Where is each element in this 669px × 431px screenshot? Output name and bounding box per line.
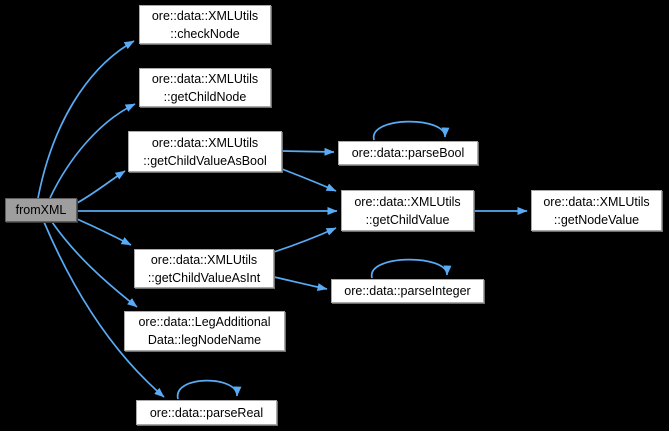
- node-checknode-line1: ore::data::XMLUtils: [151, 8, 259, 23]
- node-parseinteger-label: ore::data::parseInteger: [344, 284, 471, 298]
- node-getchildvalue-line1: ore::data::XMLUtils: [354, 194, 461, 209]
- node-getchildvalue-line2: ::getChildValue: [365, 212, 450, 227]
- node-checknode[interactable]: ore::data::XMLUtils ::checkNode: [139, 5, 271, 44]
- node-getchildvalueasbool[interactable]: ore::data::XMLUtils ::getChildValueAsBoo…: [128, 131, 282, 172]
- node-legnodename-line1: ore::data::LegAdditional: [138, 315, 271, 329]
- self-loop-parsebool: [373, 120, 450, 141]
- node-parsereal[interactable]: ore::data::parseReal: [136, 400, 277, 425]
- node-parsebool[interactable]: ore::data::parseBool: [338, 141, 478, 165]
- node-getchildnode[interactable]: ore::data::XMLUtils ::getChildNode: [139, 68, 271, 107]
- node-legnodename-line2: Data::legNodeName: [147, 333, 262, 347]
- edge-getchildvalueasbool-to-getchildvalue: [281, 168, 337, 192]
- node-parsebool-label: ore::data::parseBool: [351, 146, 465, 160]
- edge-fromxml-to-getchildvalueasbool: [76, 170, 126, 204]
- edge-fromxml-to-getchildnode: [49, 103, 136, 199]
- self-loop-parsereal: [177, 379, 242, 400]
- edge-fromxml-to-legnodename: [51, 221, 138, 308]
- self-loop-parseinteger: [371, 258, 452, 279]
- node-getnodevalue[interactable]: ore::data::XMLUtils ::getNodeValue: [531, 190, 662, 231]
- edge-getchildvalueasint-to-getchildvalue: [273, 227, 337, 253]
- edge-getchildvalueasint-to-parseinteger: [273, 276, 328, 291]
- edge-getchildvalueasbool-to-parsebool: [281, 147, 335, 156]
- node-checknode-line2: ::checkNode: [170, 26, 240, 41]
- node-getchildnode-line1: ore::data::XMLUtils: [151, 71, 259, 86]
- node-getchildvalue[interactable]: ore::data::XMLUtils ::getChildValue: [341, 190, 474, 231]
- node-parseinteger[interactable]: ore::data::parseInteger: [331, 279, 484, 303]
- node-getchildvalueasint-line2: ::getChildValueAsInt: [147, 270, 261, 285]
- node-getchildvalueasbool-line1: ore::data::XMLUtils: [151, 135, 259, 150]
- node-fromxml-label: fromXML: [15, 203, 67, 217]
- edge-fromxml-to-getchildvalueasint: [76, 218, 132, 246]
- node-getnodevalue-line2: ::getNodeValue: [553, 212, 640, 227]
- node-getchildvalueasint[interactable]: ore::data::XMLUtils ::getChildValueAsInt: [134, 249, 274, 288]
- node-legnodename[interactable]: ore::data::LegAdditional Data::legNodeNa…: [124, 311, 285, 351]
- node-getchildvalueasbool-line2: ::getChildValueAsBool: [143, 153, 267, 168]
- node-getnodevalue-line1: ore::data::XMLUtils: [543, 194, 650, 209]
- node-getchildnode-line2: ::getChildNode: [163, 89, 247, 104]
- edge-fromxml-to-parsereal: [43, 221, 165, 398]
- node-getchildvalueasint-line1: ore::data::XMLUtils: [150, 252, 258, 267]
- node-fromxml: fromXML: [5, 198, 77, 222]
- edge-fromxml-to-checknode: [37, 40, 135, 199]
- node-parsereal-label: ore::data::parseReal: [149, 405, 264, 420]
